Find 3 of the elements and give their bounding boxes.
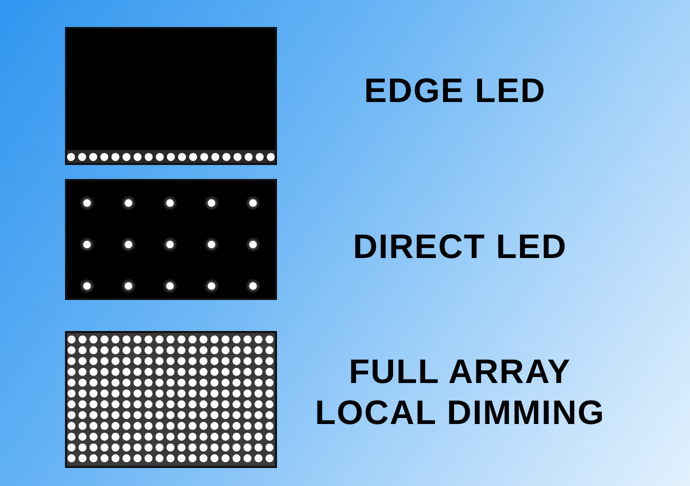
panel-label: FULL ARRAY LOCAL DIMMING	[314, 352, 606, 434]
panel-label: EDGE LED	[364, 71, 546, 112]
panel-label: DIRECT LED	[353, 227, 567, 268]
